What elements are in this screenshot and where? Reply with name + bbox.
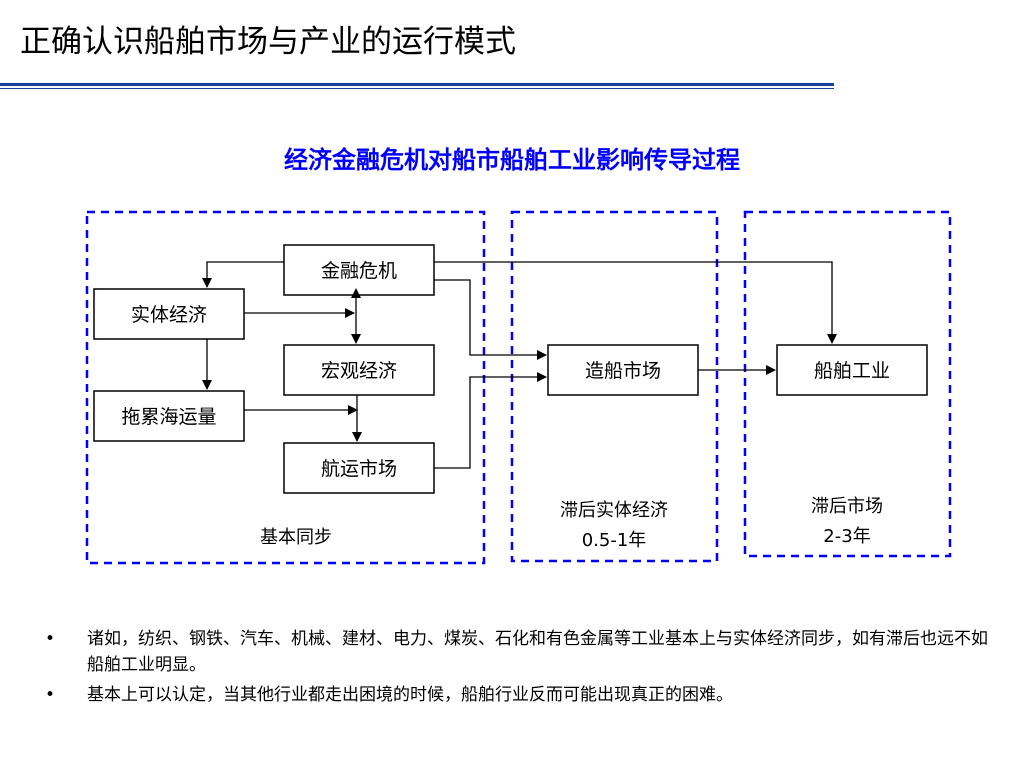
arrow-crisis-to-real-economy (202, 261, 284, 288)
box-financial-crisis-label: 金融危机 (321, 260, 397, 282)
bullet-text: 诸如，纺织、钢铁、汽车、机械、建材、电力、煤炭、石化和有色金属等工业基本上与实体… (87, 629, 988, 675)
group-lag-real-economy (510, 210, 719, 563)
box-shipping-market-label: 航运市场 (321, 458, 397, 480)
bullet-text: 基本上可以认定，当其他行业都走出困境的时候，船舶行业反而可能出现真正的困难。 (87, 685, 733, 705)
box-ship-industry (776, 344, 928, 396)
group-basic-sync (85, 210, 486, 565)
box-bulk-shipping-volume-label: 拖累海运量 (121, 406, 216, 428)
group-lag-real-economy-label-2: 0.5-1年 (582, 530, 647, 551)
group-lag-market-label-2: 2-3年 (823, 526, 870, 547)
group-lag-market (743, 210, 952, 558)
group-lag-market-label-1: 滞后市场 (811, 496, 883, 517)
arrow-shipping-to-shipbuilding (434, 372, 547, 469)
box-real-economy (93, 288, 245, 340)
arrow-crisis-to-shipbuilding (434, 279, 547, 360)
bullet-item: • 基本上可以认定，当其他行业都走出困境的时候，船舶行业反而可能出现真正的困难。 (45, 682, 990, 708)
box-real-economy-label: 实体经济 (131, 304, 207, 326)
title-rule-thick (0, 83, 834, 86)
bullet-marker: • (45, 685, 56, 705)
box-macro-economy (283, 344, 435, 396)
group-basic-sync-label: 基本同步 (260, 527, 332, 548)
diagram-title: 经济金融危机对船市船舶工业影响传导过程 (284, 146, 740, 174)
box-financial-crisis (283, 244, 435, 296)
box-shipbuilding-market (547, 344, 699, 396)
box-shipbuilding-market-label: 造船市场 (585, 360, 661, 382)
box-macro-economy-label: 宏观经济 (321, 360, 397, 382)
box-ship-industry-label: 船舶工业 (814, 360, 890, 382)
bullet-marker: • (45, 629, 56, 649)
slide-title: 正确认识船舶市场与产业的运行模式 (20, 24, 516, 60)
arrow-crisis-to-ship-industry (434, 261, 837, 344)
bullet-list: • 诸如，纺织、钢铁、汽车、机械、建材、电力、煤炭、石化和有色金属等工业基本上与… (45, 626, 990, 712)
box-bulk-shipping-volume (93, 390, 245, 442)
title-rule-thin (0, 88, 834, 89)
group-lag-real-economy-label-1: 滞后实体经济 (560, 500, 668, 521)
bullet-item: • 诸如，纺织、钢铁、汽车、机械、建材、电力、煤炭、石化和有色金属等工业基本上与… (45, 626, 990, 678)
